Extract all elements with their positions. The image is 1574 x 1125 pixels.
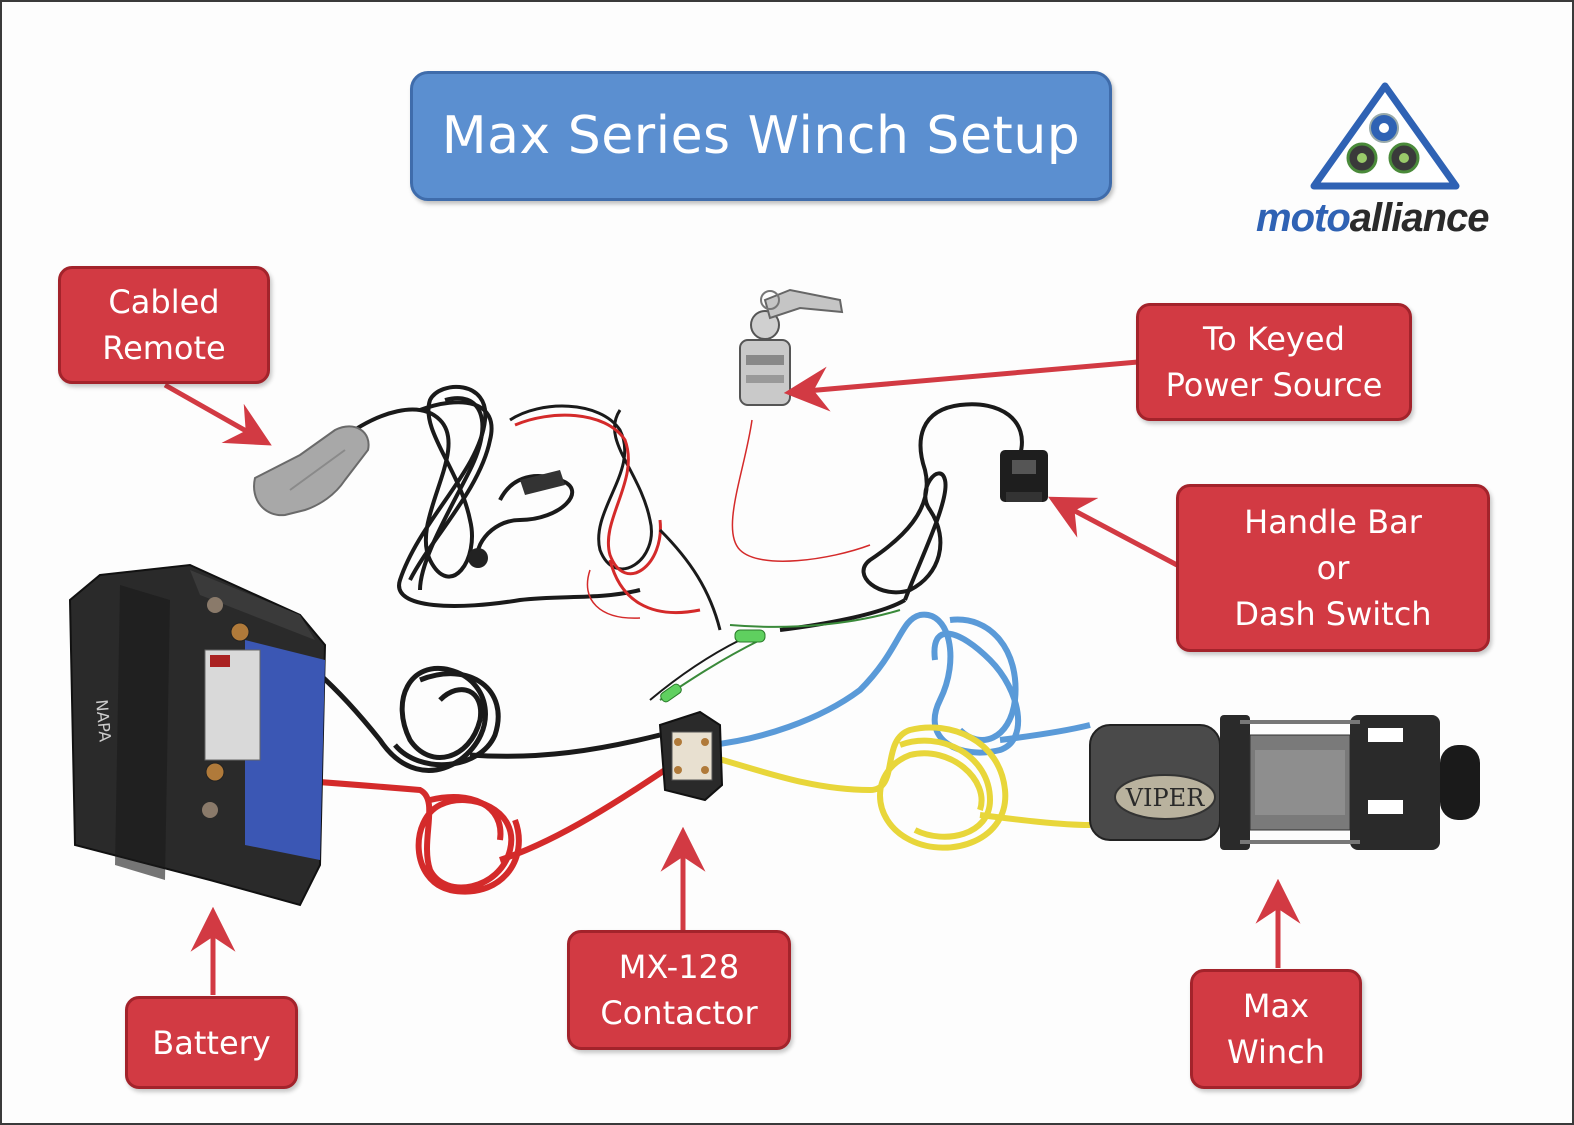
battery: NAPA [68,563,327,907]
logo-text-moto: moto [1256,196,1351,240]
callout-arrows [163,359,1301,995]
logo-text-alliance: alliance [1349,196,1490,240]
label-max-winch: Max Winch [1190,969,1362,1089]
blue-cable [709,611,1091,756]
label-cabled-remote: Cabled Remote [58,266,270,384]
remote-cable [338,385,641,608]
title-banner: Max Series Winch Setup [410,71,1112,201]
battery-brand-text: NAPA [92,699,115,743]
remote-socket [520,470,565,495]
brand-logo: motoalliance [1256,196,1490,241]
green-wire [729,609,901,628]
dash-switch [1000,450,1048,502]
yellow-cable [704,724,1091,851]
label-battery: Battery [125,996,298,1089]
contactor [658,710,724,802]
page-title: Max Series Winch Setup [441,106,1081,166]
arrow-keyed-power [783,359,1139,412]
key-switch [739,288,844,406]
label-keyed-power: To Keyed Power Source [1136,303,1412,421]
key-switch-wire [731,419,871,562]
arrow-dash-switch [1048,496,1179,568]
label-contactor: MX-128 Contactor [567,930,791,1050]
dash-switch-cable [779,402,1024,632]
winch: VIPER [1089,715,1480,850]
battery-red-cable [214,757,682,895]
remote-plug [468,548,488,568]
cabled-remote [253,425,370,517]
label-handlebar-switch: Handle Bar or Dash Switch [1176,484,1490,652]
winch-badge-text: VIPER [1125,784,1205,812]
battery-black-cable [243,622,661,773]
gears-triangle-icon [1310,82,1460,190]
socket-harness [509,404,722,631]
arrow-remote [163,382,272,446]
